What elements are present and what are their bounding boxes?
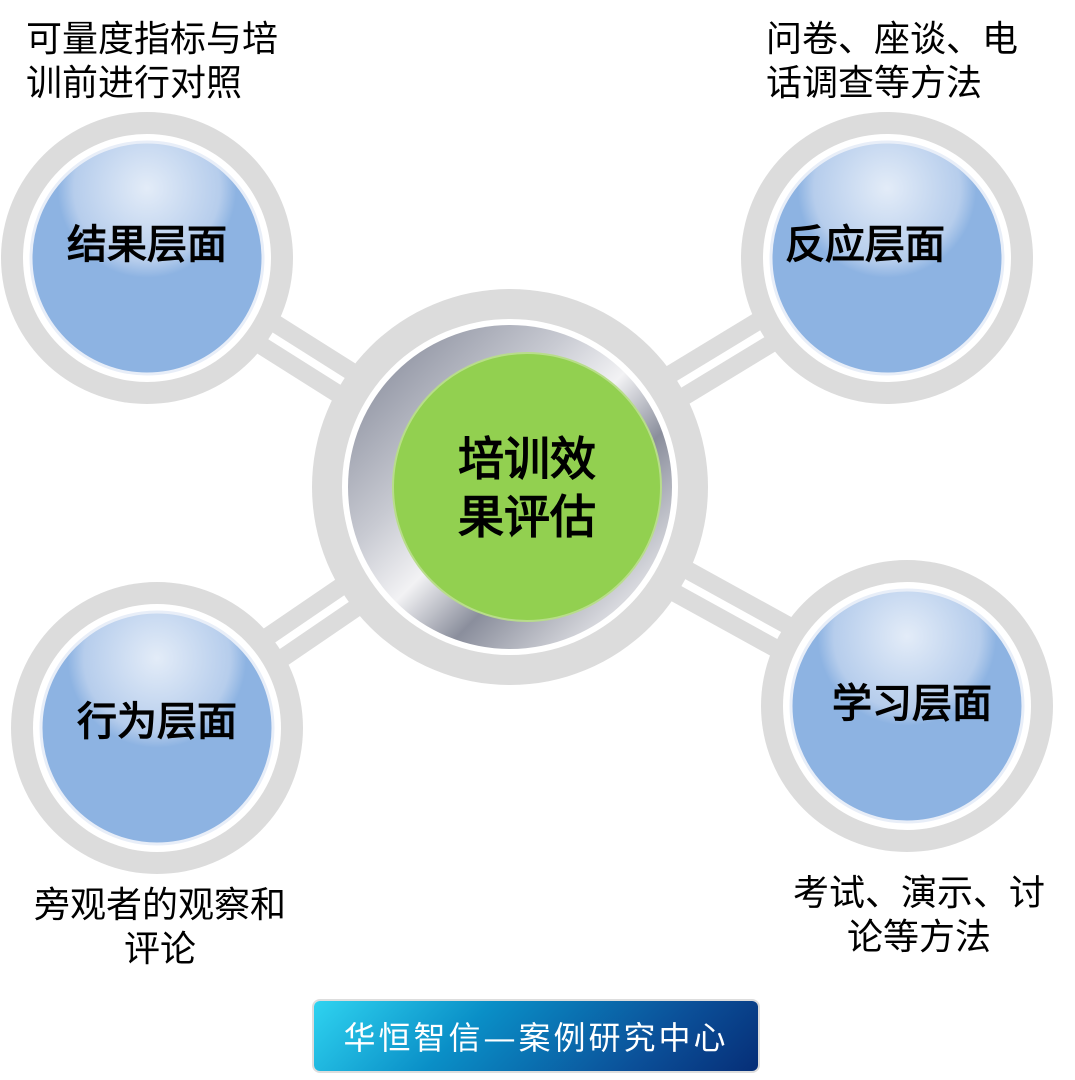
node-result: 结果层面 xyxy=(1,112,293,404)
note-line: 评论 xyxy=(123,929,196,970)
center-line1: 培训效 xyxy=(458,432,596,486)
node-learning: 学习层面 xyxy=(761,560,1053,852)
node-label: 行为层面 xyxy=(77,699,237,745)
center-node: 培训效 果评估 xyxy=(312,289,708,685)
node-label: 学习层面 xyxy=(832,681,992,727)
node-label: 反应层面 xyxy=(785,222,945,268)
center-line2: 果评估 xyxy=(458,490,596,544)
note-line: 考试、演示、讨 xyxy=(792,873,1045,914)
node-behavior: 行为层面 xyxy=(11,582,303,874)
note-behavior: 旁观者的观察和 评论 xyxy=(26,884,294,972)
note-reaction: 问卷、座谈、电 话调查等方法 xyxy=(766,18,1018,106)
note-line: 可量度指标与培 xyxy=(26,19,279,60)
footer-banner: 华恒智信—案例研究中心 xyxy=(314,1001,758,1071)
note-learning: 考试、演示、讨 论等方法 xyxy=(784,872,1054,960)
note-line: 训前进行对照 xyxy=(26,63,243,104)
node-reaction: 反应层面 xyxy=(741,112,1033,404)
note-line: 话调查等方法 xyxy=(766,63,983,104)
note-line: 论等方法 xyxy=(846,917,991,958)
note-line: 问卷、座谈、电 xyxy=(766,19,1019,60)
node-label: 结果层面 xyxy=(67,222,227,268)
note-result: 可量度指标与培 训前进行对照 xyxy=(26,18,278,106)
note-line: 旁观者的观察和 xyxy=(33,885,286,926)
